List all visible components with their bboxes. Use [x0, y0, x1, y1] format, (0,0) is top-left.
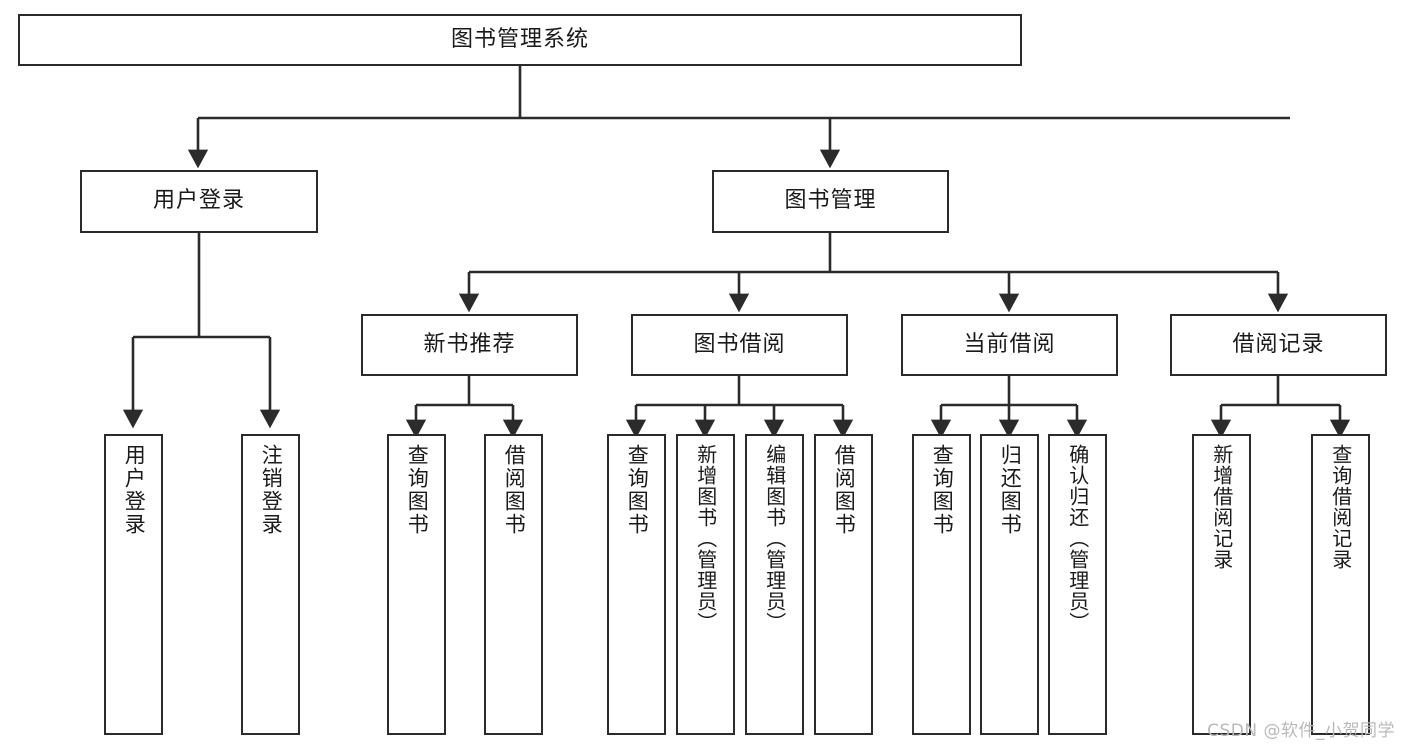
node-new-book-recommend[interactable]: 新书推荐 [361, 314, 578, 376]
node-current-borrow[interactable]: 当前借阅 [901, 314, 1118, 376]
leaf-label: 归还图书 [998, 444, 1023, 536]
leaf-label: 用户登录 [122, 444, 147, 536]
leaf-label: 借阅图书 [502, 444, 527, 536]
node-leaf-query-book-3[interactable]: 查询图书 [912, 434, 971, 735]
node-leaf-query-book-1[interactable]: 查询图书 [387, 434, 446, 735]
leaf-label: 确认归还（管理员） [1065, 444, 1090, 633]
leaf-label: 查询借阅记录 [1328, 444, 1353, 570]
leaf-label: 新增借阅记录 [1209, 444, 1234, 570]
node-root[interactable]: 图书管理系统 [18, 14, 1022, 66]
leaf-label: 查询图书 [625, 444, 650, 536]
leaf-label: 编辑图书（管理员） [762, 444, 787, 633]
csdn-watermark: CSDN @软件_小贺同学 [1207, 721, 1395, 741]
node-book-borrow[interactable]: 图书借阅 [631, 314, 848, 376]
node-leaf-query-record[interactable]: 查询借阅记录 [1311, 434, 1370, 735]
node-leaf-edit-book[interactable]: 编辑图书（管理员） [745, 434, 804, 735]
node-leaf-add-book[interactable]: 新增图书（管理员） [676, 434, 735, 735]
node-leaf-add-record[interactable]: 新增借阅记录 [1192, 434, 1251, 735]
node-leaf-query-book-2[interactable]: 查询图书 [607, 434, 666, 735]
node-leaf-return-book[interactable]: 归还图书 [980, 434, 1039, 735]
node-leaf-user-login[interactable]: 用户登录 [104, 434, 163, 735]
node-user-login[interactable]: 用户登录 [80, 170, 318, 233]
leaf-label: 查询图书 [930, 444, 955, 536]
leaf-label: 新增图书（管理员） [693, 444, 718, 633]
node-leaf-user-logout[interactable]: 注销登录 [241, 434, 300, 735]
node-leaf-confirm-return[interactable]: 确认归还（管理员） [1048, 434, 1107, 735]
node-book-management[interactable]: 图书管理 [712, 170, 949, 233]
leaf-label: 查询图书 [405, 444, 430, 536]
leaf-label: 注销登录 [259, 444, 284, 536]
node-borrow-record[interactable]: 借阅记录 [1170, 314, 1387, 376]
leaf-label: 借阅图书 [832, 444, 857, 536]
node-leaf-borrow-book-2[interactable]: 借阅图书 [814, 434, 873, 735]
node-leaf-borrow-book-1[interactable]: 借阅图书 [484, 434, 543, 735]
